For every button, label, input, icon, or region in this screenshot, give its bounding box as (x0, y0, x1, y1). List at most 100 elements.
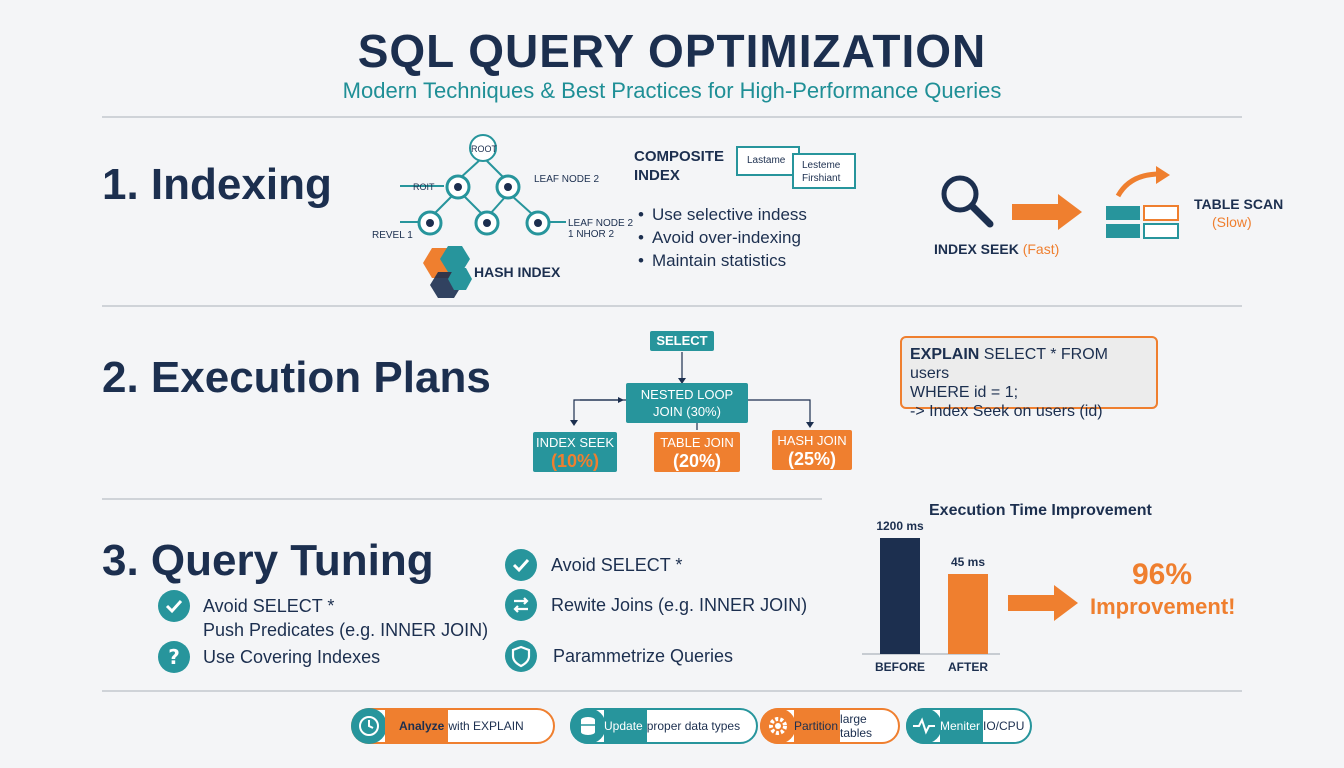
nested-loop-line2: JOIN (30%) (653, 404, 721, 419)
indexing-bullet: Avoid over-indexing (638, 228, 807, 248)
table-scan-icon (1106, 166, 1179, 239)
hash-join-node-label: HASH JOIN (777, 433, 847, 448)
swap-icon (505, 589, 537, 621)
chart-bar-before (880, 538, 920, 654)
tuning-right-item: Parammetrize Queries (505, 640, 733, 672)
chart-bar-after (948, 574, 988, 654)
tree-root-label: ROOT (471, 144, 497, 154)
indexing-heading: 1. Indexing (102, 160, 332, 209)
tuning-right-text: Avoid SELECT * (551, 554, 683, 575)
svg-text:?: ? (168, 645, 180, 669)
composite-card-2: Lesteme Firshiant (792, 153, 856, 189)
execution-heading: 2. Execution Plans (102, 353, 491, 402)
improvement-label: Improvement! (1090, 594, 1236, 619)
pulse-icon (906, 708, 942, 744)
shield-icon (505, 640, 537, 672)
tuning-left-text: Push Predicates (e.g. INNER JOIN) (203, 620, 489, 640)
explain-line1: EXPLAIN SELECT * FROM users (910, 345, 1148, 383)
plan-nested-loop-node: NESTED LOOP JOIN (30%) (626, 383, 748, 423)
index-seek-speed: (Fast) (1022, 241, 1060, 257)
index-seek-text: INDEX SEEK (934, 241, 1019, 257)
tree-level1-label: REVEL 1 (372, 230, 413, 241)
index-seek-node-pct: (10%) (550, 451, 599, 471)
nested-loop-line1: NESTED LOOP (640, 387, 734, 402)
composite-card-2-line2: Firshiant (802, 173, 841, 184)
pill-label-rest: with EXPLAIN (448, 719, 524, 733)
plan-table-join-node: TABLE JOIN (20%) (654, 432, 740, 472)
database-icon (570, 708, 606, 744)
page-subtitle: Modern Techniques & Best Practices for H… (342, 78, 1002, 103)
tuning-right-text: Rewite Joins (e.g. INNER JOIN) (551, 594, 808, 615)
question-icon: ? (158, 641, 190, 673)
footer-pill-analyze[interactable]: Analyze with EXPLAIN (351, 708, 555, 744)
tuning-left-text: Avoid SELECT * (203, 595, 335, 616)
composite-index-title-1: COMPOSITE (634, 148, 725, 165)
pill-label-rest: proper data types (646, 719, 741, 733)
execution-time-chart: 1200 ms BEFORE 45 ms AFTER (862, 519, 1000, 674)
pill-label-bold: Meniter (940, 710, 984, 742)
tuning-left-text: Use Covering Indexes (203, 646, 381, 667)
hash-index-label: HASH INDEX (474, 264, 561, 280)
divider (102, 305, 1242, 307)
divider (102, 116, 1242, 118)
pill-label-bold: Partition (794, 710, 841, 742)
pill-label-rest: IO/CPU (983, 719, 1025, 733)
table-scan-label: TABLE SCAN (1194, 196, 1284, 212)
pill-label-rest: large tables (840, 712, 873, 740)
page-title: SQL QUERY OPTIMIZATION (357, 25, 987, 77)
table-scan-speed: (Slow) (1212, 214, 1252, 230)
tree-leaf2-label: LEAF NODE 2 (534, 174, 600, 185)
plan-connectors (570, 352, 814, 430)
hash-index-icon (423, 246, 472, 298)
tuning-heading: 3. Query Tuning (102, 536, 434, 585)
tree-left-label: ROIT (413, 182, 435, 192)
chart-value-label: 45 ms (951, 555, 985, 569)
check-icon (505, 549, 537, 581)
tree-leafnode2-sub: 1 NHOR 2 (568, 229, 615, 240)
arrow-right-icon (1012, 194, 1082, 230)
tuning-left-item: Avoid SELECT * (158, 590, 334, 622)
indexing-bullet: Use selective indess (638, 205, 807, 225)
pill-label-bold: Update (604, 710, 647, 742)
table-join-node-label: TABLE JOIN (660, 435, 734, 450)
arrow-right-icon (1008, 585, 1078, 621)
explain-line1-rest: SELECT * FROM users (910, 346, 1108, 382)
tuning-left-item: ? Use Covering Indexes (158, 641, 380, 673)
hash-join-node-pct: (25%) (787, 449, 836, 469)
explain-line2: WHERE id = 1; (910, 384, 1019, 401)
index-seek-node-label: INDEX SEEK (535, 435, 615, 450)
check-icon (158, 590, 190, 622)
improvement-percent: 96% (1132, 558, 1193, 591)
footer-pill-monitor[interactable]: Meniter IO/CPU (906, 708, 1032, 744)
indexing-bullet: Maintain statistics (638, 251, 807, 271)
composite-index-title-2: INDEX (634, 167, 680, 184)
tree-root (469, 134, 497, 162)
plan-hash-join-node: HASH JOIN (25%) (772, 430, 852, 470)
gear-icon (760, 708, 796, 744)
table-join-node-pct: (20%) (672, 451, 721, 471)
footer-pill-partition[interactable]: Partition large tables (760, 708, 900, 744)
tuning-right-item: Avoid SELECT * (505, 549, 682, 581)
tuning-right-item: Rewite Joins (e.g. INNER JOIN) (505, 589, 807, 621)
tuning-left-item: Push Predicates (e.g. INNER JOIN) (203, 620, 488, 641)
plan-index-seek-node: INDEX SEEK (10%) (533, 432, 617, 472)
chart-value-label: 1200 ms (876, 519, 924, 533)
pill-label-bold: Analyze (385, 710, 449, 742)
footer-pill-update[interactable]: Update proper data types (570, 708, 758, 744)
divider (102, 498, 822, 500)
composite-card-1: Lastame (736, 146, 800, 176)
explain-line3: -> Index Seek on users (id) (910, 403, 1103, 420)
magnifier-icon (941, 175, 994, 228)
explain-keyword: EXPLAIN (910, 346, 980, 363)
index-seek-label: INDEX SEEK (Fast) (934, 241, 1059, 257)
chart-title: Execution Time Improvement (929, 502, 1152, 519)
indexing-bullets: Use selective indess Avoid over-indexing… (638, 205, 807, 274)
clock-icon (351, 708, 387, 744)
chart-category-label: AFTER (948, 660, 988, 674)
explain-code-box: EXPLAIN SELECT * FROM users WHERE id = 1… (900, 336, 1158, 420)
plan-select-node: SELECT (650, 331, 714, 351)
chart-category-label: BEFORE (875, 660, 925, 674)
divider (102, 690, 1242, 692)
tuning-right-text: Parammetrize Queries (553, 645, 734, 666)
btree-diagram (400, 134, 566, 298)
